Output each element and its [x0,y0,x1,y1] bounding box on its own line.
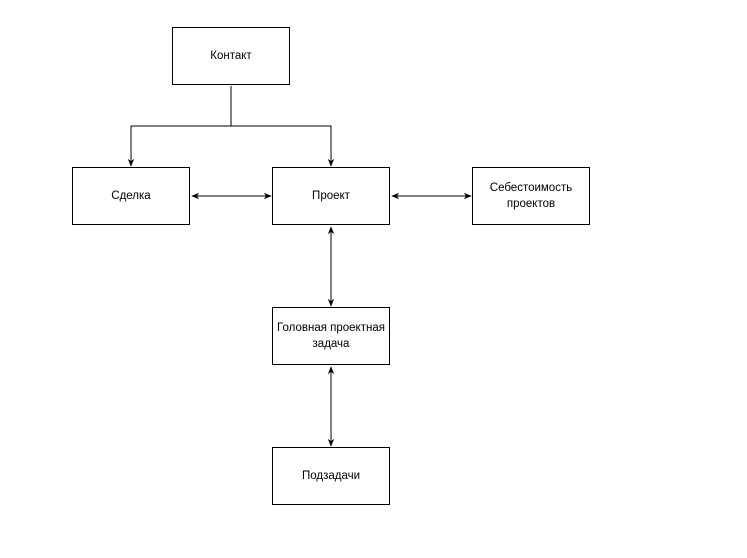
node-contact: Контакт [172,27,290,85]
node-head-task-label: Головная проектная задача [277,322,385,350]
node-subtasks: Подзадачи [272,447,390,505]
node-cost-label: Себестоимость проектов [489,182,573,210]
node-subtasks-label: Подзадачи [301,470,361,482]
node-deal-label: Сделка [111,190,151,202]
node-head-task: Головная проектная задача [272,307,390,365]
node-project: Проект [272,167,390,225]
connector-contact-project [231,125,335,167]
connector-contact-deal [127,86,232,167]
node-project-label: Проект [312,190,350,202]
node-contact-label: Контакт [210,50,252,62]
node-cost: Себестоимость проектов [472,167,590,225]
node-deal: Сделка [72,167,190,225]
